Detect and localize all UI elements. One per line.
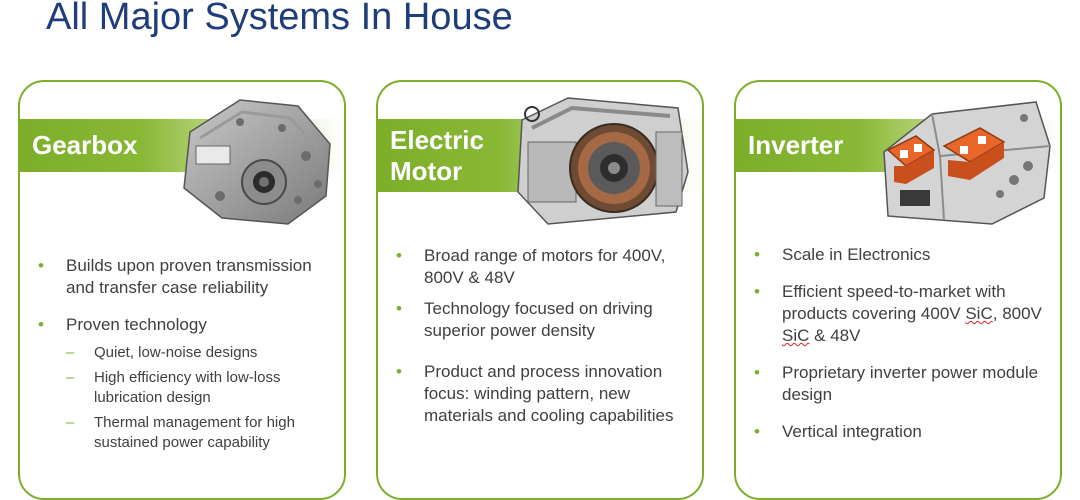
inverter-bullet-3: Proprietary inverter power module design [754, 362, 1048, 406]
inverter-bullet-2: Efficient speed-to-market with products … [754, 281, 1048, 347]
slide-title: All Major Systems In House [46, 0, 513, 38]
gearbox-sub-bullet-2: High efficiency with low-loss lubricatio… [66, 368, 332, 408]
gearbox-icon [183, 99, 331, 225]
gearbox-bullets: Builds upon proven transmission and tran… [38, 255, 332, 458]
inverter-bullet-1: Scale in Electronics [754, 244, 1048, 266]
electric-motor-title: Electric Motor [390, 125, 484, 187]
inverter-bullet-4: Vertical integration [754, 421, 1048, 443]
sic-word-2: SiC [782, 326, 810, 345]
electric-motor-bullet-2: Technology focused on driving superior p… [396, 298, 690, 342]
gearbox-sub-bullet-1: Quiet, low-noise designs [66, 343, 332, 363]
gearbox-title: Gearbox [32, 130, 138, 160]
electric-motor-title-line1: Electric [390, 125, 484, 155]
electric-motor-bullets: Broad range of motors for 400V, 800V & 4… [396, 245, 690, 427]
gearbox-bullet-2: Proven technology Quiet, low-noise desig… [38, 314, 332, 453]
electric-motor-bullet-3: Product and process innovation focus: wi… [396, 361, 690, 427]
electric-motor-bullet-1: Broad range of motors for 400V, 800V & 4… [396, 245, 690, 289]
inverter-title: Inverter [748, 130, 844, 160]
electric-motor-card: Electric Motor Broad range of motors for… [376, 80, 704, 500]
inverter-bullets: Scale in Electronics Efficient speed-to-… [754, 244, 1048, 443]
gearbox-sub-bullet-3: Thermal management for high sustained po… [66, 413, 332, 453]
gearbox-bullet-1: Builds upon proven transmission and tran… [38, 255, 332, 299]
sic-word-1: SiC [965, 304, 993, 323]
inverter-icon [883, 101, 1051, 225]
gearbox-card: Gearbox Builds upon proven transmission … [18, 80, 346, 500]
electric-motor-title-line2: Motor [390, 156, 463, 186]
gearbox-sub-bullets: Quiet, low-noise designs High efficiency… [66, 343, 332, 453]
electric-motor-icon [517, 97, 689, 225]
inverter-card: Inverter Scale in Electronics Efficient … [734, 80, 1062, 500]
